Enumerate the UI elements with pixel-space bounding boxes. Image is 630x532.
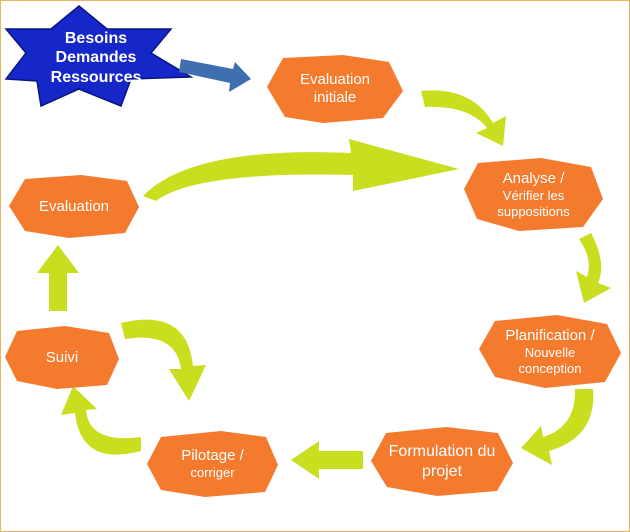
star-line-ressources: Ressources [50,68,142,86]
node-evaluation-initiale [267,55,403,123]
arrow-initiale-to-analyse [421,90,506,146]
arrow-analyse-to-planification [576,233,611,303]
label-planification: Planification / Nouvelle conception [505,326,595,376]
blue-arrow [179,59,251,92]
node-evaluation [9,175,139,238]
node-suivi [5,326,119,389]
star-line-demandes: Demandes [55,49,137,67]
star-line-besoins: Besoins [64,30,128,48]
label-analyse: Analyse / Vérifier les suppositions [497,169,570,219]
arrow-suivi-to-pilotage [121,319,206,401]
label-evaluation-initiale: Evaluation initiale [299,71,371,106]
arrow-evaluation-to-analyse [143,139,459,201]
node-analyse [464,158,603,231]
node-formulation [371,427,513,496]
label-formulation: Formulation du projet [388,443,496,480]
node-pilotage [147,431,278,497]
arrow-planification-to-formulation [521,389,594,465]
arrow-formulation-to-pilotage [291,441,363,479]
arrow-pilotage-to-suivi [61,386,141,455]
arrow-suivi-to-evaluation [37,245,79,311]
needs-star [4,5,194,108]
label-evaluation: Evaluation [38,197,110,215]
star-label: Besoins Demandes Ressources [41,27,151,89]
label-suivi: Suivi [45,348,79,366]
label-pilotage: Pilotage / corriger [181,447,244,481]
node-planification [479,315,621,388]
